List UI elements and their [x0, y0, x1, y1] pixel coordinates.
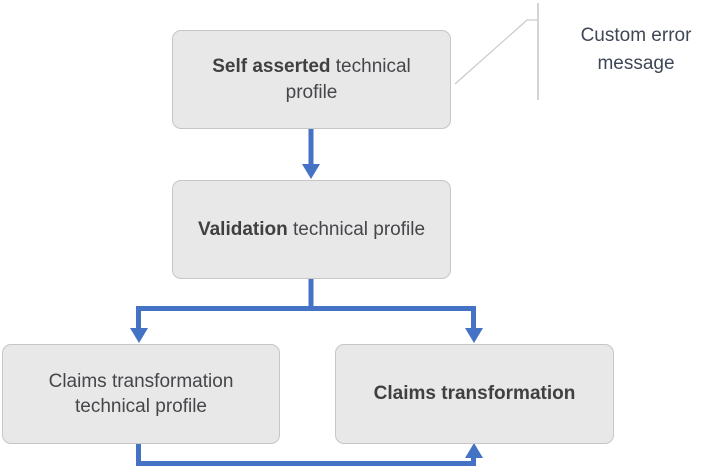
node-self-asserted-label: Self asserted technical profile [187, 54, 436, 105]
node-ctp-label: Claims transformation technical profile [48, 370, 234, 417]
connector-validation-fork [130, 279, 483, 343]
node-self-asserted-label-bold: Self asserted [212, 56, 331, 78]
callout-line-2: message [597, 52, 675, 74]
callout-line-1: Custom error [580, 25, 692, 46]
node-validation-label-bold: Validation [197, 218, 288, 240]
node-self-asserted-technical-profile[interactable]: Self asserted technical profile [172, 30, 451, 129]
custom-error-message-leader [454, 3, 539, 100]
node-claims-transformation[interactable]: Claims transformation [335, 344, 614, 444]
node-self-asserted-label-rest: technical profile [285, 56, 411, 103]
connector-ctp-to-ct [136, 443, 483, 466]
node-validation-label: Validation technical profile [187, 217, 436, 242]
node-validation-technical-profile[interactable]: Validation technical profile [172, 180, 451, 279]
callout-custom-error-message: Custom error message [552, 22, 720, 77]
node-ct-label: Claims transformation [373, 383, 576, 405]
node-claims-transformation-technical-profile[interactable]: Claims transformation technical profile [2, 344, 280, 444]
node-validation-label-rest: technical profile [287, 218, 426, 240]
connector-self-to-validation [302, 129, 320, 179]
